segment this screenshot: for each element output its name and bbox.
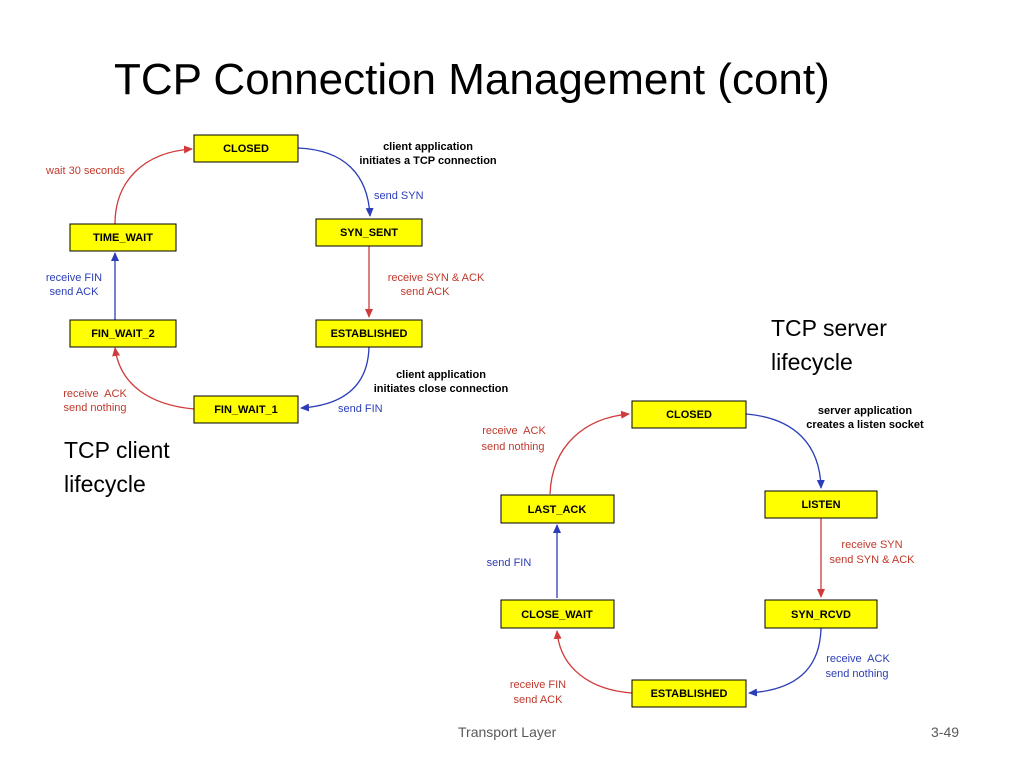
label-recv-ack-1: receive ACK (63, 388, 127, 400)
state-label: SYN_SENT (340, 227, 398, 239)
state-label: CLOSED (223, 143, 269, 155)
caption-line: lifecycle (771, 349, 853, 375)
note-server-app-2: creates a listen socket (806, 419, 924, 431)
arrow-closed-to-listen (745, 413, 825, 489)
state-label: TIME_WAIT (93, 232, 153, 244)
arrow-established-to-fin-wait-1 (300, 346, 370, 412)
page-title: TCP Connection Management (cont) (114, 55, 830, 104)
state-label: LISTEN (801, 499, 840, 511)
caption-line: lifecycle (64, 471, 146, 497)
server-lifecycle-caption: TCP server lifecycle (771, 311, 887, 379)
label-wait-30s: wait 30 seconds (45, 165, 125, 177)
arrow-established-to-close-wait (553, 630, 633, 694)
footer-page-number: 3-49 (931, 724, 960, 740)
label-recv-fin-1: receive FIN (510, 679, 566, 691)
note-client-close-1: client application (396, 369, 486, 381)
state-label: ESTABLISHED (331, 328, 408, 340)
client-arrows (111, 145, 374, 412)
label-recv-fin-2: send ACK (514, 694, 564, 706)
state-label: CLOSED (666, 409, 712, 421)
label-recv-fin-1: receive FIN (46, 272, 102, 284)
label-send-syn: send SYN (374, 190, 424, 202)
caption-line: TCP client (64, 437, 170, 463)
caption-line: TCP server (771, 315, 887, 341)
server-state-established: ESTABLISHED (631, 679, 747, 708)
note-server-app-1: server application (818, 405, 912, 417)
label-send-fin: send FIN (487, 557, 532, 569)
note-client-close-2: initiates close connection (374, 383, 509, 395)
state-label: FIN_WAIT_1 (214, 404, 278, 416)
state-label: ESTABLISHED (651, 688, 728, 700)
client-state-established: ESTABLISHED (315, 319, 423, 348)
server-state-close-wait: CLOSE_WAIT (500, 599, 615, 629)
arrow-closed-to-syn-sent (297, 147, 374, 217)
label-recv-syn-2: send SYN & ACK (830, 554, 916, 566)
label-last-recv-ack-2: send nothing (482, 441, 545, 453)
client-lifecycle-caption: TCP client lifecycle (64, 433, 170, 501)
server-state-last-ack: LAST_ACK (500, 494, 615, 524)
client-state-fin-wait-2: FIN_WAIT_2 (69, 319, 177, 348)
label-recv-ack-2: send nothing (826, 668, 889, 680)
arrow-syn-rcvd-to-established (748, 627, 822, 697)
footer-center: Transport Layer (458, 724, 557, 740)
label-recv-ack-1: receive ACK (826, 653, 890, 665)
server-arrows (549, 410, 825, 697)
label-recv-syn-1: receive SYN (841, 539, 902, 551)
client-state-fin-wait-1: FIN_WAIT_1 (193, 395, 299, 424)
state-label: CLOSE_WAIT (521, 609, 593, 621)
server-state-listen: LISTEN (764, 490, 878, 519)
label-recv-synack-1: receive SYN & ACK (388, 272, 485, 284)
note-client-open-2: initiates a TCP connection (359, 155, 497, 167)
state-label: LAST_ACK (528, 504, 587, 516)
arrow-last-ack-to-closed (549, 410, 630, 495)
server-state-syn-rcvd: SYN_RCVD (764, 599, 878, 629)
label-recv-fin-2: send ACK (50, 286, 100, 298)
label-recv-ack-2: send nothing (64, 402, 127, 414)
label-last-recv-ack-1: receive ACK (482, 425, 546, 437)
arrow-time-wait-to-closed (114, 145, 193, 225)
label-send-fin: send FIN (338, 403, 383, 415)
client-state-time-wait: TIME_WAIT (69, 223, 177, 252)
state-label: FIN_WAIT_2 (91, 328, 155, 340)
state-label: SYN_RCVD (791, 609, 851, 621)
label-recv-synack-2: send ACK (401, 286, 451, 298)
client-state-syn-sent: SYN_SENT (315, 218, 423, 247)
arrow-fin-wait-1-to-fin-wait-2 (112, 347, 195, 410)
server-state-closed: CLOSED (631, 400, 747, 429)
client-state-closed: CLOSED (193, 134, 299, 163)
note-client-open-1: client application (383, 141, 473, 153)
